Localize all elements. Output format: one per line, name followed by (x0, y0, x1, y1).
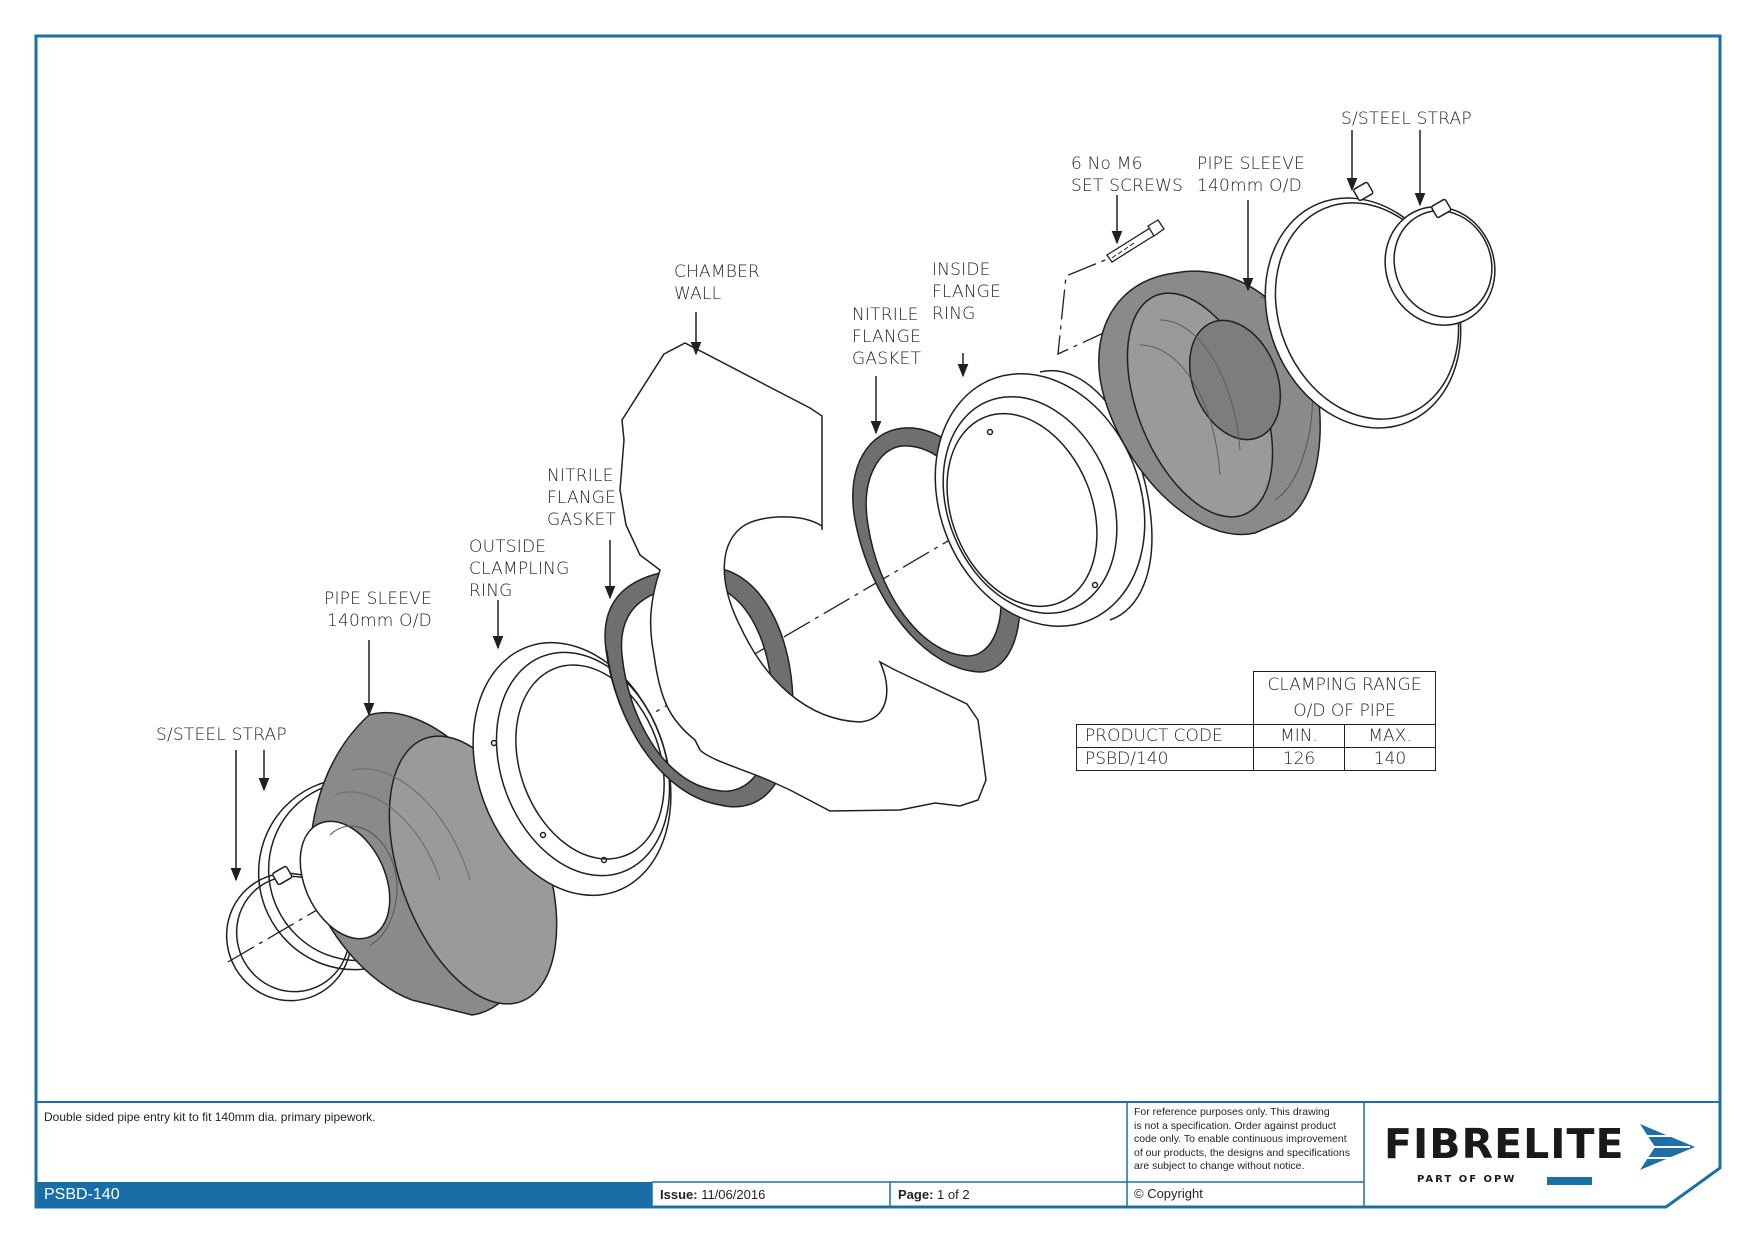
logo-tagline: PART OF OPW (1417, 1174, 1517, 1185)
issue-label: Issue: (660, 1187, 698, 1202)
drawing-number: PSBD-140 (44, 1186, 120, 1203)
label-line: 6 No M6 (1071, 154, 1143, 174)
disclaimer-line: are subject to change without notice. (1134, 1160, 1305, 1173)
label-outside-clamping-ring: OUTSIDE CLAMPLING RING (469, 536, 569, 602)
page-field: Page: 1 of 2 (898, 1187, 970, 1202)
table-row: PSBD/140 126 140 (1076, 747, 1436, 771)
label-pipe-sleeve-left: PIPE SLEEVE 140mm O/D (324, 588, 432, 632)
label-chamber-wall: CHAMBER WALL (674, 261, 760, 305)
nitrile-gasket-left (604, 566, 794, 808)
label-inside-flange-ring: INSIDE FLANGE RING (932, 259, 1001, 325)
label-pipe-sleeve-right: PIPE SLEEVE 140mm O/D (1197, 153, 1305, 197)
label-line: NITRILE (852, 305, 919, 325)
disclaimer-line: is not a specification. Order against pr… (1134, 1119, 1336, 1132)
table-blank-cell (1077, 672, 1254, 725)
table-col-product: PRODUCT CODE (1076, 724, 1254, 748)
fibrelite-logo-mark (1547, 1124, 1695, 1185)
label-line: CHAMBER (674, 262, 761, 282)
label-line: SET SCREWS (1071, 176, 1184, 196)
table-column-row: PRODUCT CODE MIN. MAX. (1076, 724, 1436, 748)
inside-flange-ring (934, 369, 1153, 627)
table-header-group: CLAMPING RANGE O/D OF PIPE (1253, 671, 1436, 725)
label-line: GASKET (547, 510, 617, 530)
label-line: WALL (674, 284, 722, 304)
fibrelite-logo: FIBRELITE (1384, 1120, 1625, 1168)
set-screw (1106, 219, 1165, 263)
label-steel-strap-right: S/STEEL STRAP (1341, 109, 1472, 129)
label-line: FLANGE (547, 488, 617, 508)
label-line: 140mm O/D (327, 611, 432, 631)
label-line: INSIDE (932, 260, 991, 280)
label-steel-strap-left: S/STEEL STRAP (156, 725, 287, 745)
table-header-row: CLAMPING RANGE O/D OF PIPE (1077, 671, 1436, 725)
label-line: GASKET (852, 349, 922, 369)
clamping-range-table: CLAMPING RANGE O/D OF PIPE PRODUCT CODE … (1076, 671, 1436, 771)
label-line: OUTSIDE (469, 537, 547, 557)
label-nitrile-gasket-right: NITRILE FLANGE GASKET (852, 304, 921, 370)
table-cell-max: 140 (1344, 747, 1436, 771)
label-line: FLANGE (932, 282, 1002, 302)
table-cell-code: PSBD/140 (1076, 747, 1254, 771)
table-cell-min: 126 (1253, 747, 1345, 771)
label-line: CLAMPLING (469, 559, 570, 579)
table-col-min: MIN. (1253, 724, 1345, 748)
pipe-sleeve-right (1098, 270, 1321, 536)
label-set-screws: 6 No M6 SET SCREWS (1071, 153, 1183, 197)
disclaimer-line: code only. To enable continuous improvem… (1134, 1133, 1347, 1146)
drawing-description: Double sided pipe entry kit to fit 140mm… (44, 1110, 376, 1124)
label-line: NITRILE (547, 466, 614, 486)
disclaimer-text: For reference purposes only. This drawin… (1134, 1106, 1362, 1174)
leader-arrows (230, 130, 1426, 882)
page-value: 1 of 2 (937, 1187, 970, 1202)
label-line: 140mm O/D (1197, 176, 1302, 196)
disclaimer-line: For reference purposes only. This drawin… (1134, 1106, 1330, 1118)
label-line: RING (469, 581, 513, 601)
label-line: PIPE SLEEVE (324, 589, 432, 609)
issue-field: Issue: 11/06/2016 (660, 1187, 765, 1202)
table-col-max: MAX. (1344, 724, 1436, 748)
table-header-line: O/D OF PIPE (1293, 701, 1396, 721)
label-line: PIPE SLEEVE (1197, 154, 1305, 174)
chamber-wall (619, 342, 987, 812)
table-header-line: CLAMPING RANGE (1267, 675, 1422, 695)
page-label: Page: (898, 1187, 934, 1202)
label-line: RING (932, 304, 976, 324)
label-nitrile-gasket-left: NITRILE FLANGE GASKET (547, 465, 616, 531)
disclaimer-line: of our products, the designs and specifi… (1134, 1146, 1350, 1159)
drawing-number-bar (37, 1182, 652, 1206)
copyright-text: © Copyright (1134, 1186, 1203, 1201)
sheet-border (34, 34, 1722, 1209)
steel-strap-right-small (1384, 198, 1496, 326)
issue-value: 11/06/2016 (701, 1187, 766, 1202)
label-line: FLANGE (852, 327, 922, 347)
